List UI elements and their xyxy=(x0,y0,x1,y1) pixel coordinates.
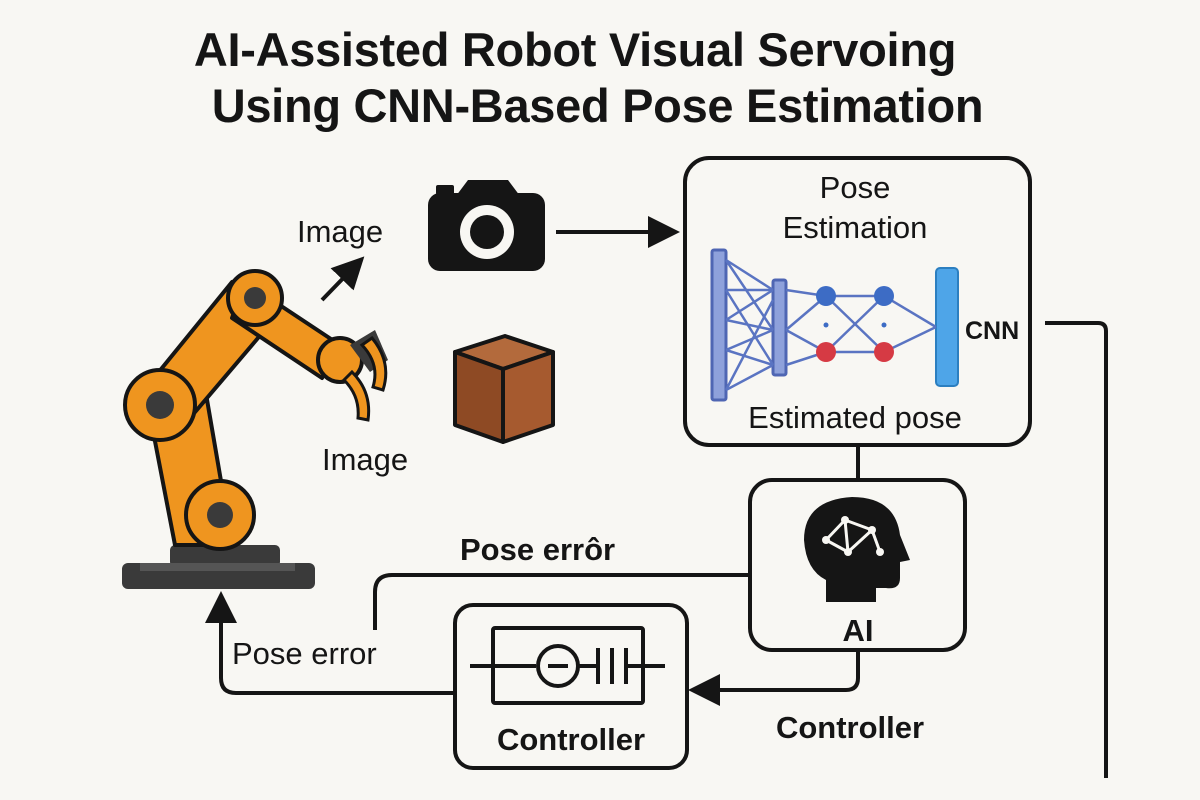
image-label-top: Image xyxy=(297,214,383,249)
cnn-label: CNN xyxy=(965,317,1019,345)
ai-label: AI xyxy=(843,613,874,648)
pose-estimation-label-1: Pose xyxy=(820,170,891,205)
ai-to-controller-arrow xyxy=(688,650,860,706)
cnn-output-line xyxy=(1045,321,1108,778)
controller-to-robot-arrow xyxy=(205,591,455,695)
controller-box xyxy=(453,603,689,770)
title-line-1: AI-Assisted Robot Visual Servoing xyxy=(193,23,957,76)
pose-error-left-label: Pose error xyxy=(232,636,377,671)
brain-head-icon xyxy=(804,497,910,602)
pose-error-top-line xyxy=(373,573,750,630)
robot-to-image-arrow xyxy=(320,256,365,302)
controller-arrow-label: Controller xyxy=(776,710,924,745)
estimated-pose-label: Estimated pose xyxy=(748,400,962,435)
robot-arm-icon xyxy=(122,269,388,589)
cube-icon xyxy=(453,334,555,444)
pose-error-top-label: Pose errôr xyxy=(460,532,615,567)
circuit-icon xyxy=(470,626,665,705)
neural-network-icon xyxy=(710,248,959,402)
controller-box-label: Controller xyxy=(497,722,645,757)
title-line-2: Using CNN-Based Pose Estimation xyxy=(211,79,984,132)
pose-estimation-label-2: Estimation xyxy=(783,210,928,245)
camera-icon xyxy=(428,180,545,271)
image-label-bottom: Image xyxy=(322,442,408,477)
diagram-title: AI-Assisted Robot Visual Servoing Using … xyxy=(0,22,1150,134)
